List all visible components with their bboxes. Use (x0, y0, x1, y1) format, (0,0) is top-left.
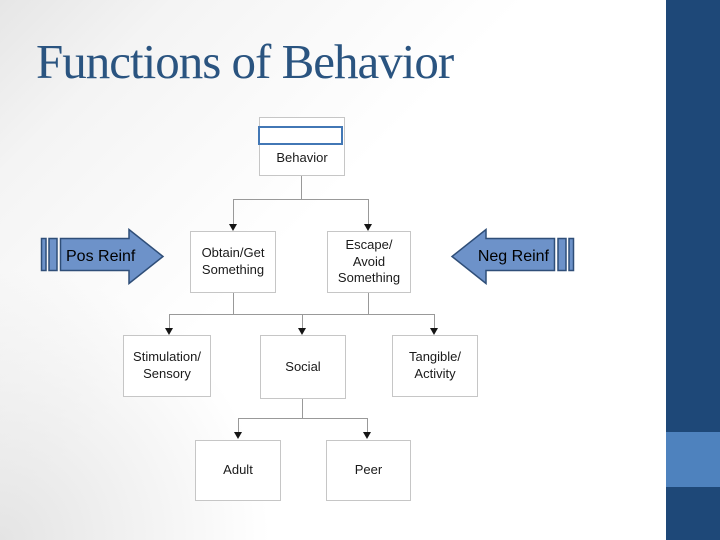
slide-title: Functions of Behavior (36, 34, 454, 89)
connector-arrowhead-icon (363, 432, 371, 439)
connector-line (233, 199, 234, 225)
connector-line (434, 314, 435, 328)
connector-line (368, 293, 369, 314)
node-escape-label: Escape/ Avoid Something (337, 236, 401, 286)
connector-line (301, 176, 302, 199)
pos-reinf-arrow: Pos Reinf (40, 227, 165, 286)
node-obtain-get-something: Obtain/Get Something (190, 231, 276, 293)
neg-reinf-label: Neg Reinf (477, 248, 549, 265)
node-behavior-label: Behavior (276, 150, 328, 166)
node-stimulation-label: Stimulation/ Sensory (133, 349, 201, 381)
connector-line (169, 314, 170, 328)
striped-right-arrow-icon (40, 227, 165, 286)
node-escape-avoid-something: Escape/ Avoid Something (327, 231, 411, 293)
node-social-label: Social (285, 358, 321, 374)
striped-left-arrow-icon (450, 227, 575, 286)
answer-input-box[interactable] (258, 126, 343, 145)
connector-arrowhead-icon (229, 224, 237, 231)
node-tangible-label: Tangible/ Activity (408, 349, 462, 381)
node-peer: Peer (326, 440, 411, 501)
connector-line (238, 418, 239, 433)
sidebar-bar (666, 0, 720, 540)
connector-arrowhead-icon (430, 328, 438, 335)
neg-reinf-arrow: Neg Reinf (450, 227, 575, 286)
pos-reinf-label: Pos Reinf (66, 248, 136, 265)
connector-line (233, 199, 369, 200)
connector-line (238, 418, 368, 419)
node-tangible-activity: Tangible/ Activity (392, 335, 478, 397)
connector-arrowhead-icon (234, 432, 242, 439)
connector-arrowhead-icon (165, 328, 173, 335)
connector-line (367, 418, 368, 433)
sidebar-accent-square (666, 432, 720, 487)
node-social: Social (260, 335, 346, 399)
connector-arrowhead-icon (364, 224, 372, 231)
node-adult: Adult (195, 440, 281, 501)
connector-line (233, 293, 234, 314)
node-stimulation-sensory: Stimulation/ Sensory (123, 335, 211, 397)
connector-line (302, 399, 303, 418)
connector-line (368, 199, 369, 225)
node-peer-label: Peer (354, 462, 383, 478)
connector-arrowhead-icon (298, 328, 306, 335)
node-adult-label: Adult (223, 462, 253, 478)
connector-line (302, 314, 303, 328)
node-obtain-label: Obtain/Get Something (201, 245, 265, 277)
